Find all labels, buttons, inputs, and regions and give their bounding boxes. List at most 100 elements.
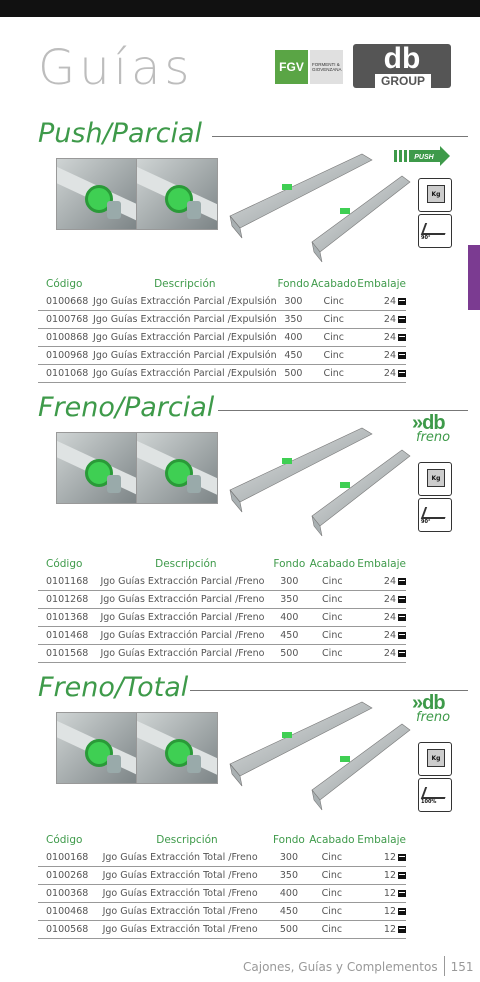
product-description: Jgo Guías Extracción Parcial /Freno bbox=[100, 573, 272, 591]
pack-quantity: 12 bbox=[383, 888, 396, 899]
table-row: 0100768 Jgo Guías Extracción Parcial /Ex… bbox=[38, 310, 406, 329]
product-photo bbox=[136, 158, 218, 230]
box-icon bbox=[398, 334, 406, 341]
column-header: Descripción bbox=[156, 834, 218, 846]
product-finish: Cinc bbox=[306, 866, 358, 885]
product-code: 0100468 bbox=[38, 902, 103, 921]
table-row: 0100668 Jgo Guías Extracción Parcial /Ex… bbox=[38, 293, 406, 311]
product-photo bbox=[136, 712, 218, 784]
section-divider bbox=[212, 136, 468, 137]
product-finish: Cinc bbox=[306, 920, 358, 939]
box-icon bbox=[398, 370, 406, 377]
box-icon bbox=[398, 578, 406, 585]
slide-rail-illustration bbox=[229, 701, 411, 811]
table-row: 0100468 Jgo Guías Extracción Total /Fren… bbox=[38, 902, 406, 921]
extension-angle-icon: 100% bbox=[418, 778, 452, 812]
weight-capacity-icon: Kg bbox=[418, 742, 452, 776]
weight-capacity-icon: Kg bbox=[418, 462, 452, 496]
push-badge-icon: PUSH bbox=[394, 146, 450, 166]
column-header: Fondo bbox=[277, 278, 310, 290]
product-description: Jgo Guías Extracción Total /Freno bbox=[102, 849, 272, 867]
table-row: 0101368 Jgo Guías Extracción Parcial /Fr… bbox=[38, 608, 406, 627]
product-depth: 350 bbox=[271, 866, 307, 885]
pack-quantity: 12 bbox=[383, 906, 396, 917]
product-depth: 300 bbox=[271, 849, 307, 867]
column-header: Fondo bbox=[273, 834, 305, 846]
column-header: Descripción bbox=[155, 558, 217, 570]
product-description: Jgo Guías Extracción Parcial /Freno bbox=[100, 644, 272, 663]
top-bar bbox=[0, 0, 480, 17]
box-icon bbox=[398, 632, 406, 639]
product-code: 0100768 bbox=[38, 310, 94, 329]
table-row: 0101168 Jgo Guías Extracción Parcial /Fr… bbox=[38, 573, 406, 591]
product-code: 0100968 bbox=[38, 346, 94, 365]
db-group-logo: db GROUP bbox=[353, 42, 451, 88]
fgv-logo-text: FORMENTI & GIOVENZANA bbox=[310, 50, 343, 84]
product-finish: Cinc bbox=[310, 293, 358, 311]
product-description: Jgo Guías Extracción Parcial /Expulsión bbox=[93, 328, 277, 347]
column-header: Fondo bbox=[273, 558, 306, 570]
product-code: 0101368 bbox=[38, 608, 101, 627]
column-header: Código bbox=[46, 834, 83, 846]
product-description: Jgo Guías Extracción Total /Freno bbox=[102, 884, 272, 903]
product-description: Jgo Guías Extracción Parcial /Expulsión bbox=[93, 346, 277, 365]
pack-quantity: 24 bbox=[383, 594, 396, 605]
page-footer: Cajones, Guías y Complementos 151 bbox=[243, 956, 473, 976]
table-row: 0100368 Jgo Guías Extracción Total /Fren… bbox=[38, 884, 406, 903]
table-row: 0101468 Jgo Guías Extracción Parcial /Fr… bbox=[38, 626, 406, 645]
box-icon bbox=[398, 352, 406, 359]
slide-rail-illustration bbox=[229, 427, 411, 537]
product-finish: Cinc bbox=[310, 346, 358, 365]
product-description: Jgo Guías Extracción Parcial /Freno bbox=[100, 590, 272, 609]
product-photo bbox=[56, 158, 138, 230]
box-icon bbox=[398, 854, 406, 861]
column-header: Descripción bbox=[154, 278, 216, 290]
slide-rail-illustration bbox=[229, 153, 411, 263]
freno-badge-icon: »db freno bbox=[412, 692, 451, 725]
product-code: 0100268 bbox=[38, 866, 103, 885]
product-depth: 400 bbox=[271, 608, 308, 627]
section-divider bbox=[218, 410, 468, 411]
product-code: 0101268 bbox=[38, 590, 101, 609]
table-row: 0101068 Jgo Guías Extracción Parcial /Ex… bbox=[38, 364, 406, 383]
product-code: 0100368 bbox=[38, 884, 103, 903]
freno-badge-icon: »db freno bbox=[412, 412, 451, 445]
product-finish: Cinc bbox=[306, 849, 358, 867]
pack-quantity: 24 bbox=[383, 314, 396, 325]
product-finish: Cinc bbox=[307, 590, 358, 609]
section-title: Push/Parcial bbox=[38, 118, 202, 149]
extension-angle-icon: 90° bbox=[418, 498, 452, 532]
pack-quantity: 12 bbox=[383, 924, 396, 935]
column-header: Código bbox=[46, 558, 83, 570]
product-depth: 300 bbox=[271, 573, 308, 591]
pack-quantity: 24 bbox=[383, 368, 396, 379]
box-icon bbox=[398, 298, 406, 305]
product-depth: 500 bbox=[276, 364, 311, 383]
footer-text: Cajones, Guías y Complementos bbox=[243, 960, 438, 974]
page-number: 151 bbox=[450, 960, 474, 974]
product-depth: 350 bbox=[271, 590, 308, 609]
pack-quantity: 12 bbox=[383, 852, 396, 863]
box-icon bbox=[398, 908, 406, 915]
pack-quantity: 24 bbox=[383, 332, 396, 343]
section-divider bbox=[190, 690, 468, 691]
table-row: 0100968 Jgo Guías Extracción Parcial /Ex… bbox=[38, 346, 406, 365]
extension-angle-icon: 90° bbox=[418, 214, 452, 248]
product-depth: 400 bbox=[271, 884, 307, 903]
box-icon bbox=[398, 614, 406, 621]
product-depth: 400 bbox=[276, 328, 311, 347]
product-finish: Cinc bbox=[307, 644, 358, 663]
product-code: 0101068 bbox=[38, 364, 94, 383]
section-tab-marker bbox=[468, 245, 480, 310]
section-title: Freno/Total bbox=[38, 672, 189, 703]
product-code: 0100568 bbox=[38, 920, 103, 939]
pack-quantity: 24 bbox=[383, 612, 396, 623]
pack-quantity: 24 bbox=[383, 296, 396, 307]
product-description: Jgo Guías Extracción Total /Freno bbox=[102, 902, 272, 921]
product-depth: 500 bbox=[271, 920, 307, 939]
product-depth: 500 bbox=[271, 644, 308, 663]
product-depth: 300 bbox=[276, 293, 311, 311]
